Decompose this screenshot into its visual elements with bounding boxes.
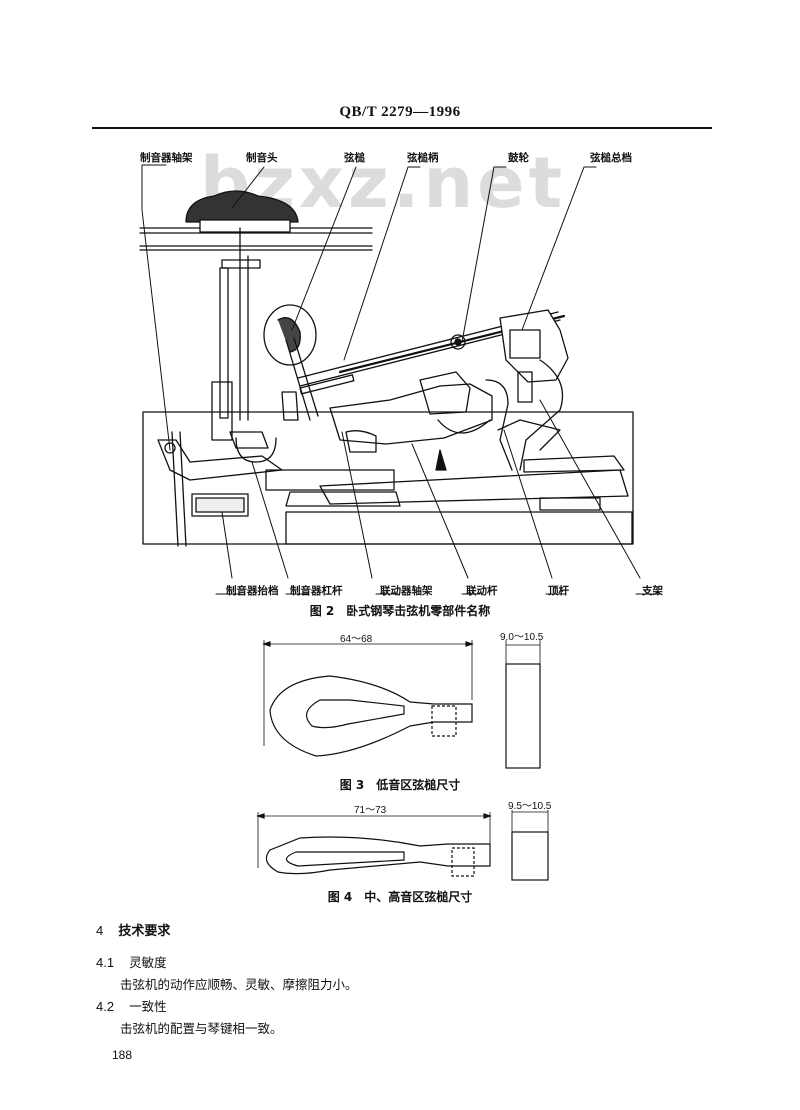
treble-hammer-side-view — [511, 831, 549, 881]
clause-4-1-title: 灵敏度 — [129, 955, 167, 970]
figure4-caption: 图 4 中、高音区弦槌尺寸 — [327, 890, 473, 904]
label-damper-head: 制音头 — [246, 152, 278, 164]
clause-4-1-heading: 4.1 灵敏度 — [96, 952, 167, 971]
page-number: 188 — [112, 1048, 133, 1062]
label-drum-wheel: 鼓轮 — [508, 152, 529, 164]
action-frame-outline — [142, 411, 634, 545]
clause-4-2-text: 击弦机的配置与琴键相一致。 — [120, 1021, 283, 1036]
label-hammer: 弦槌 — [344, 152, 365, 164]
damper-head-shape — [185, 190, 299, 223]
label-wippen-flange: 联动器轴架 — [380, 585, 433, 597]
bass-hammer-outline — [269, 675, 473, 757]
label-jack: 顶杆 — [548, 585, 569, 597]
label-hammer-rail: 弦槌总档 — [590, 152, 632, 164]
figure3-length-dimension: 64～68 — [340, 634, 373, 645]
section4-number: 4 — [96, 923, 104, 938]
treble-hammer-outline — [265, 836, 491, 875]
bass-hammer-side-view — [505, 663, 541, 769]
hammer-felt — [277, 317, 301, 353]
clause-4-1-number: 4.1 — [96, 955, 115, 970]
label-bracket: 支架 — [642, 585, 663, 597]
figure3-caption: 图 3 低音区弦槌尺寸 — [339, 778, 461, 792]
page-header-standard: QB/T 2279—1996 — [339, 104, 461, 120]
label-damper-lift-rail: 制音器抬档 — [226, 585, 279, 597]
clause-4-2-heading: 4.2 一致性 — [96, 996, 167, 1015]
label-damper-rail: 制音器轴架 — [140, 152, 193, 164]
clause-4-2-title: 一致性 — [129, 999, 167, 1014]
figure3-hammer-drawing — [262, 640, 541, 769]
section4-title: 技术要求 — [118, 924, 171, 939]
clause-4-2-number: 4.2 — [96, 999, 115, 1014]
figure4-length-dimension: 71～73 — [354, 805, 387, 816]
hammer-rail-block — [499, 309, 569, 383]
section4-heading: 4 技术要求 — [96, 920, 170, 939]
label-damper-lever: 制音器杠杆 — [290, 585, 343, 597]
label-wippen: 联动杆 — [466, 585, 498, 597]
figure3-width-dimension: 9.0～10.5 — [500, 632, 544, 643]
figure2-caption: 图 2 卧式钢琴击弦机零部件名称 — [309, 604, 491, 618]
clause-4-1-text: 击弦机的动作应顺畅、灵敏、摩擦阻力小。 — [120, 977, 358, 992]
header-rule — [92, 127, 712, 129]
figure4-hammer-drawing — [256, 810, 549, 881]
label-hammer-shank: 弦槌柄 — [407, 152, 439, 164]
figure4-width-dimension: 9.5～10.5 — [508, 801, 552, 812]
